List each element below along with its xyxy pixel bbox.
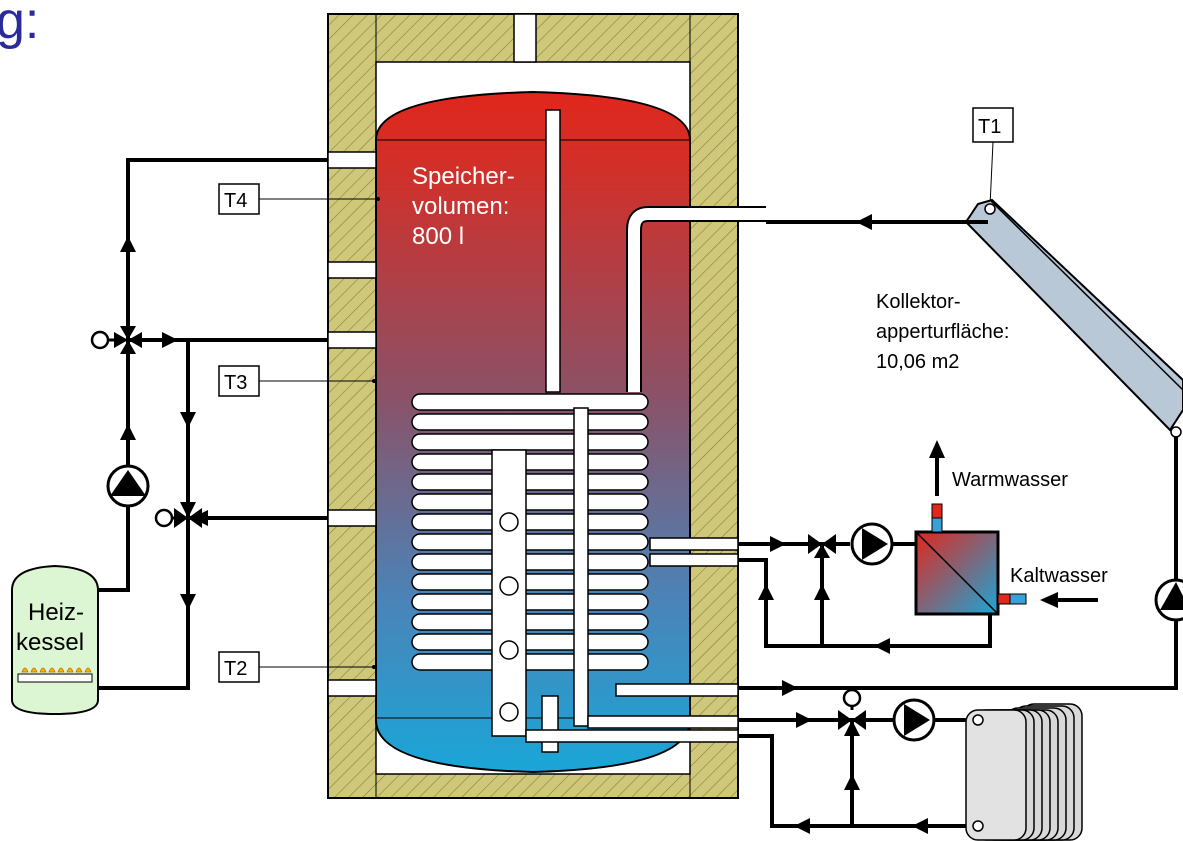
tank-volume-label-2: volumen: bbox=[412, 193, 509, 220]
dhw-pump bbox=[850, 522, 894, 566]
hot-water-label: Warmwasser bbox=[952, 469, 1068, 491]
solar-collector bbox=[964, 198, 1183, 438]
solar-heat-exchanger-coil bbox=[411, 393, 649, 671]
tank-left-ports bbox=[327, 151, 377, 697]
dhw-mixing-valve bbox=[808, 534, 836, 558]
collector-area-label-2: apperturfläche: bbox=[876, 321, 1009, 343]
boiler-label-2: kessel bbox=[16, 629, 84, 656]
heating-boiler bbox=[11, 564, 99, 716]
svg-text:T2: T2 bbox=[224, 658, 247, 680]
burner-flame-icon bbox=[21, 667, 92, 673]
radiator bbox=[965, 703, 1083, 841]
cold-water-label: Kaltwasser bbox=[1010, 565, 1108, 587]
radiator-circuit-pipes bbox=[738, 712, 966, 834]
collector-area-label-3: 10,06 m2 bbox=[876, 351, 959, 373]
boiler-mixing-valve-top bbox=[90, 326, 142, 354]
flow-arrow bbox=[856, 214, 872, 230]
tank-right-ports bbox=[525, 537, 739, 743]
svg-text:T3: T3 bbox=[224, 372, 247, 394]
tank-volume-label-3: 800 l bbox=[412, 223, 464, 250]
tank-volume-label-1: Speicher- bbox=[412, 163, 515, 190]
boiler-pump bbox=[106, 464, 150, 508]
radiator-mixing-valve bbox=[838, 688, 866, 736]
svg-text:T1: T1 bbox=[978, 116, 1001, 138]
heating-coil-column bbox=[491, 449, 527, 737]
cold-water-arrow-icon bbox=[1040, 592, 1058, 608]
collector-area-label-1: Kollektor- bbox=[876, 291, 960, 313]
sensor-t4: T4 bbox=[218, 183, 380, 215]
radiator-pump bbox=[892, 698, 936, 742]
title-fragment: g: bbox=[0, 0, 39, 50]
boiler-label-1: Heiz- bbox=[28, 599, 84, 626]
svg-text:T4: T4 bbox=[224, 190, 247, 212]
sensor-t1: T1 bbox=[972, 107, 1014, 207]
sensor-t3: T3 bbox=[218, 365, 376, 397]
solar-pump bbox=[1154, 578, 1183, 622]
center-tube bbox=[545, 109, 561, 393]
hot-water-arrow-icon bbox=[929, 440, 945, 458]
boiler-mixing-valve-bottom bbox=[154, 502, 202, 528]
plate-heat-exchanger bbox=[914, 503, 1027, 616]
sensor-t2: T2 bbox=[218, 651, 376, 683]
boiler-circuit-pipes bbox=[98, 158, 328, 690]
